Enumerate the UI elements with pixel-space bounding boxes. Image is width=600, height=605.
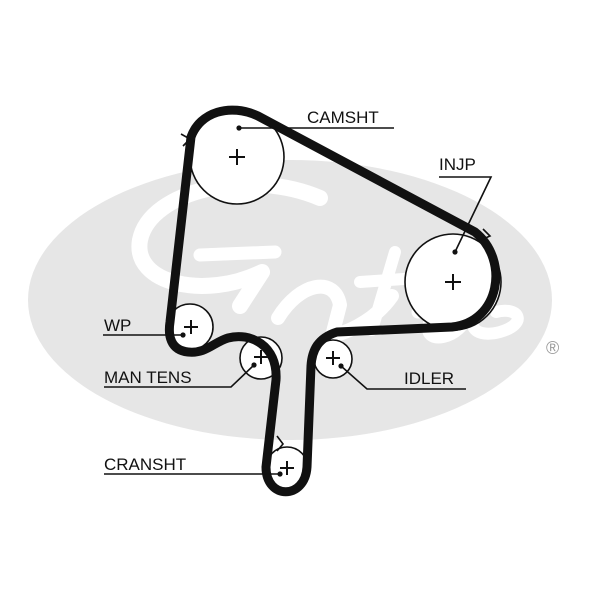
registered-mark: ®	[546, 338, 559, 358]
crankshaft-center-mark	[280, 461, 294, 475]
timing-marks	[180, 133, 492, 452]
injection-pump-center-mark	[445, 274, 461, 290]
manual-tensioner-leader	[104, 364, 255, 388]
idler-leader	[340, 365, 466, 390]
injection-pump-leader-dot	[452, 249, 458, 255]
pulley-center-marks	[184, 149, 461, 475]
component-labels: CAMSHT INJP WP MAN TENS IDLER CRANSHT	[104, 108, 476, 474]
timing-belt	[164, 105, 501, 497]
idler-center-mark	[326, 351, 340, 365]
camshaft-center-mark	[229, 149, 245, 165]
label-injection-pump: INJP	[439, 155, 476, 174]
leader-lines	[103, 125, 493, 477]
crankshaft-leader-dot	[277, 471, 283, 477]
injection-pump-timing-mark-icon	[480, 228, 492, 241]
label-idler: IDLER	[404, 369, 454, 388]
label-manual-tensioner: MAN TENS	[104, 368, 192, 387]
water-pump-center-mark	[184, 320, 198, 334]
crankshaft-timing-mark-icon	[276, 435, 285, 452]
idler-leader-dot	[338, 363, 344, 369]
manual-tensioner-center-mark	[254, 350, 268, 364]
injection-pump-leader	[439, 176, 493, 253]
camshaft-timing-mark-icon	[180, 133, 192, 147]
camshaft-leader-dot	[236, 125, 242, 131]
manual-tensioner-leader-dot	[251, 362, 257, 368]
gates-watermark-logo: ®	[28, 160, 559, 440]
water-pump-leader-dot	[180, 332, 186, 338]
label-water-pump: WP	[104, 316, 131, 335]
label-crankshaft: CRANSHT	[104, 455, 186, 474]
label-camshaft: CAMSHT	[307, 108, 379, 127]
